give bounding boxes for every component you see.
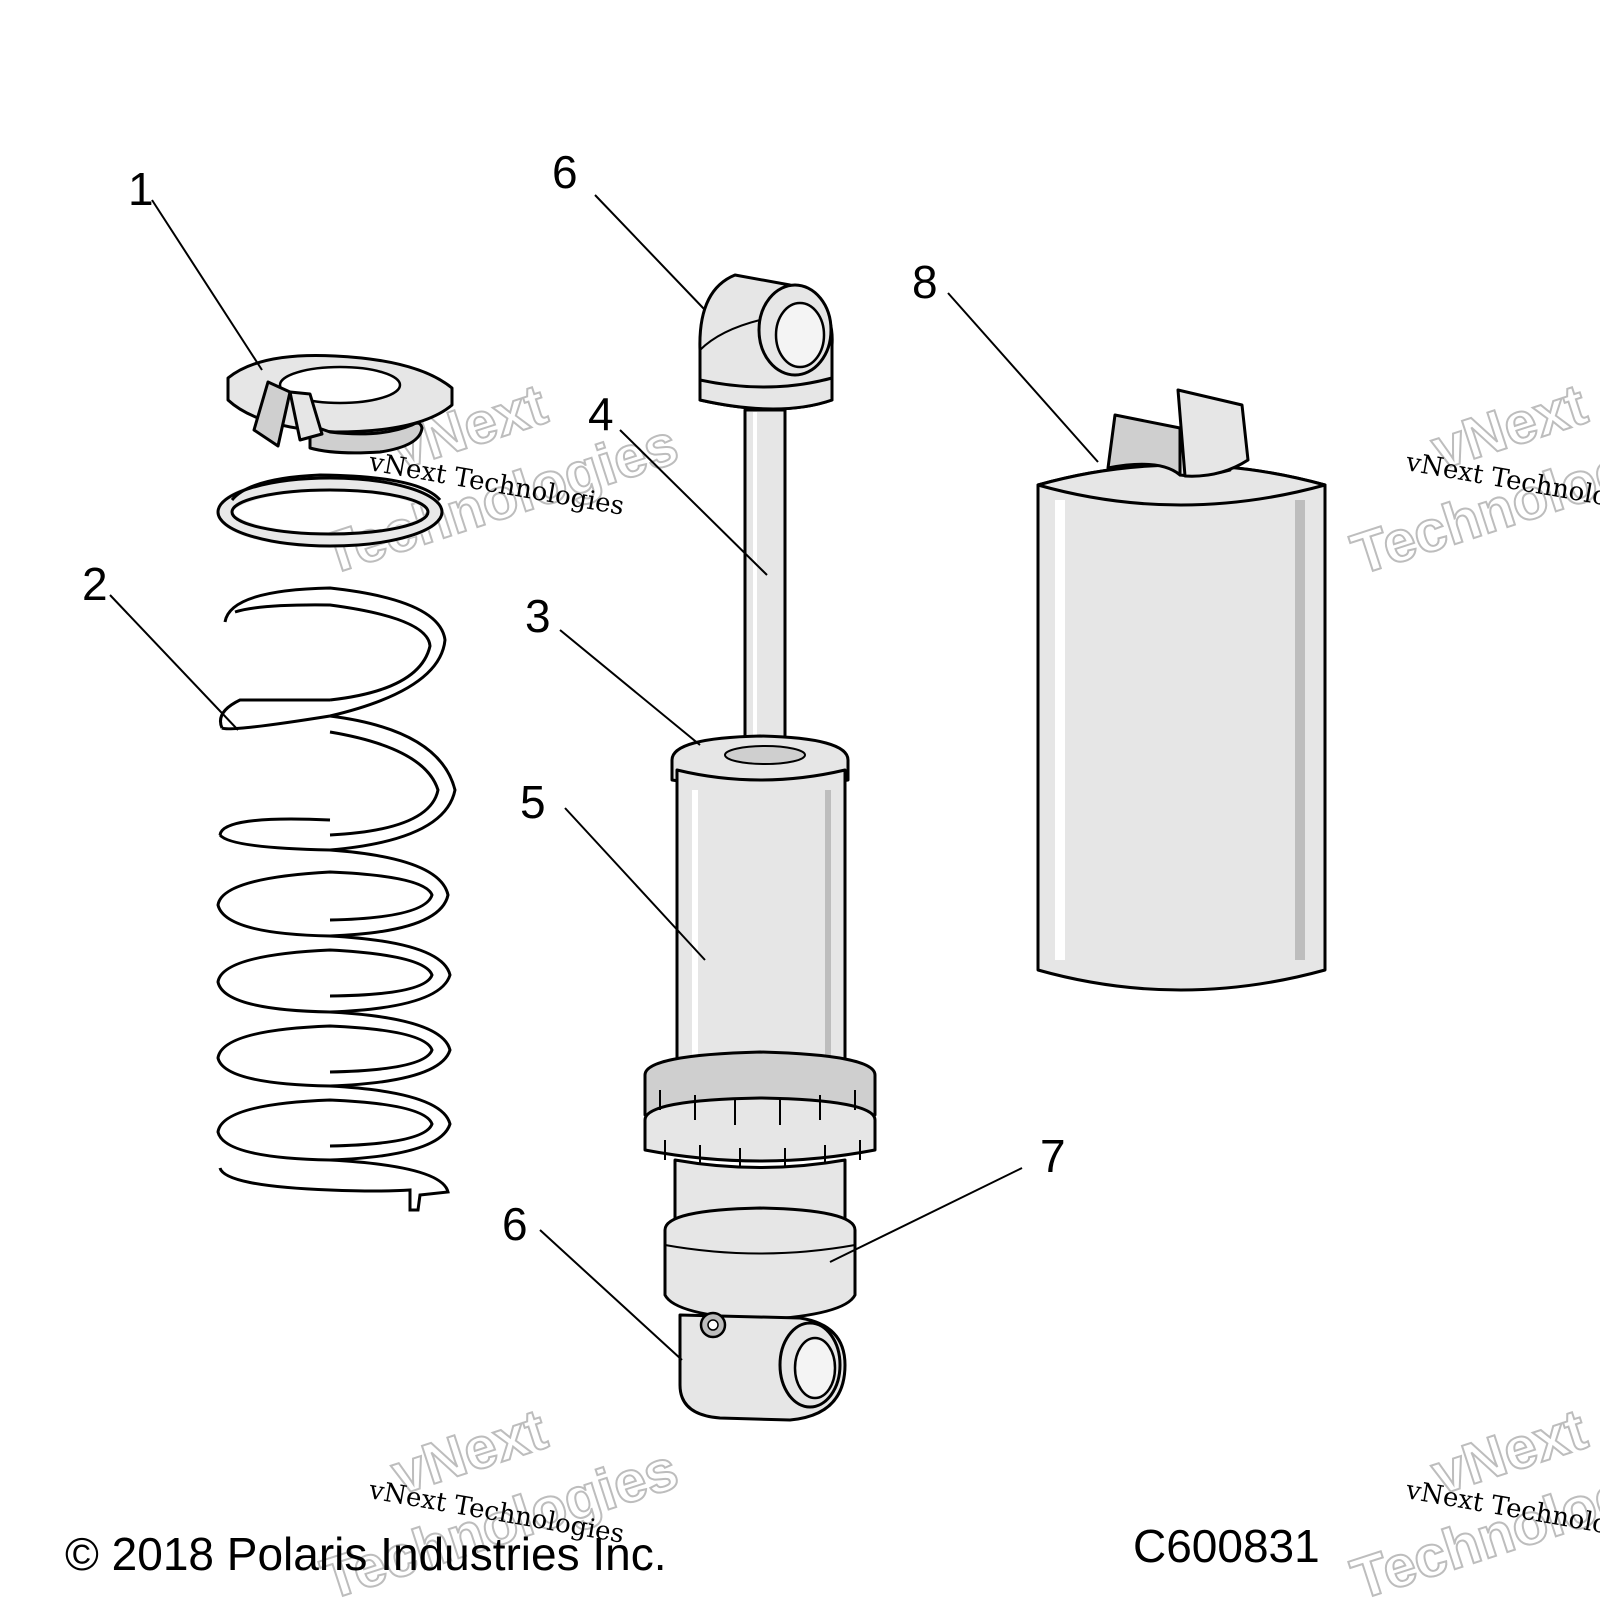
callout-1: 1 [128,163,154,215]
callout-6-top: 6 [552,146,578,198]
preload-rings [643,1050,877,1172]
callout-numbers: 1 2 3 4 5 6 7 8 6 [82,146,1066,1250]
leader-5 [564,807,706,961]
leader-7 [829,1167,1023,1263]
shock-cover-part [1036,388,1327,992]
callout-7: 7 [1040,1130,1066,1182]
watermark-top-right: vNext Technologies vNext Technologies [1343,371,1600,589]
callout-3: 3 [525,590,551,642]
leader-6-bottom [539,1229,683,1361]
diagram-code: C600831 [1133,1520,1320,1572]
callout-4: 4 [588,388,614,440]
watermark-bottom-right: vNext Technologies vNext Technologies [1343,1396,1600,1600]
leader-3 [559,629,701,746]
callout-6-bottom: 6 [502,1198,528,1250]
leader-4 [619,429,768,576]
callout-5: 5 [520,776,546,828]
leader-2 [109,594,239,731]
leader-6-top [594,194,706,311]
leader-lines [109,194,1099,1361]
shaft-part [743,408,787,757]
leader-1 [151,199,263,371]
lower-collar-part [663,1206,857,1322]
upper-eyelet-part [698,273,834,411]
lower-eyelet-part [678,1311,847,1422]
spring-retainer-part [226,354,454,455]
leader-8 [947,292,1099,463]
shock-body-part [675,768,847,1091]
seal-cap-part [670,734,850,789]
callout-8: 8 [912,256,938,308]
coil-spring-part [216,473,457,1212]
copyright-text: © 2018 Polaris Industries Inc. [65,1528,667,1580]
callout-2: 2 [82,558,108,610]
